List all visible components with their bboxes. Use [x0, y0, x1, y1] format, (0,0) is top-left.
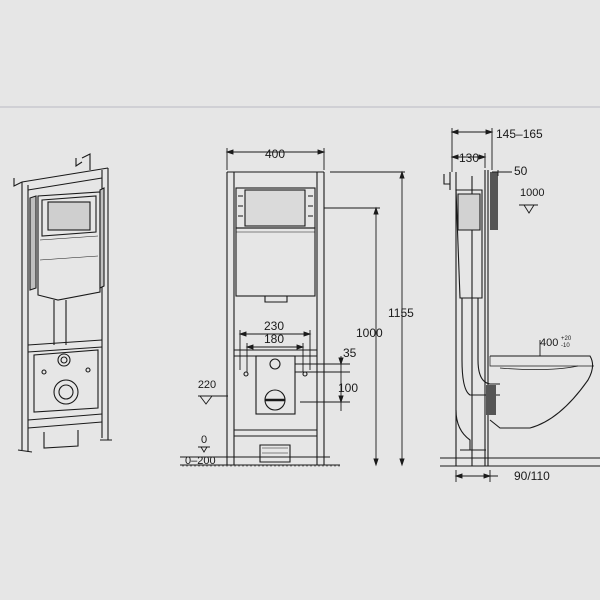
side-depth-50-label: 50: [514, 164, 528, 178]
side-depth-130-label: 130: [459, 151, 479, 165]
bowl-height-subscript: -10: [561, 343, 570, 349]
floor-symbol-label: 0: [201, 434, 207, 446]
side-base-label: 90/110: [514, 469, 550, 483]
floor-range-label: 0–200: [185, 455, 216, 467]
side-depth-range-label: 145–165: [496, 127, 543, 141]
front-view-dimensions: [180, 148, 405, 467]
bowl-height-superscript: +20: [561, 336, 572, 342]
front-height-outer-label: 1155: [388, 306, 414, 320]
front-offset-100-label: 100: [338, 381, 358, 395]
front-height-inner-label: 1000: [356, 326, 383, 340]
isometric-view: [13, 153, 112, 453]
front-spacing-outer-label: 230: [264, 319, 284, 333]
front-view: [226, 171, 325, 465]
front-offset-35-label: 35: [343, 346, 357, 360]
side-view: [440, 170, 600, 467]
front-width-label: 400: [265, 147, 285, 161]
front-level-220-label: 220: [198, 379, 216, 391]
bowl-height-label: 400: [540, 337, 558, 349]
front-spacing-inner-label: 180: [264, 332, 284, 346]
side-level-1000-label: 1000: [520, 187, 544, 199]
side-view-dimensions: [450, 128, 541, 482]
